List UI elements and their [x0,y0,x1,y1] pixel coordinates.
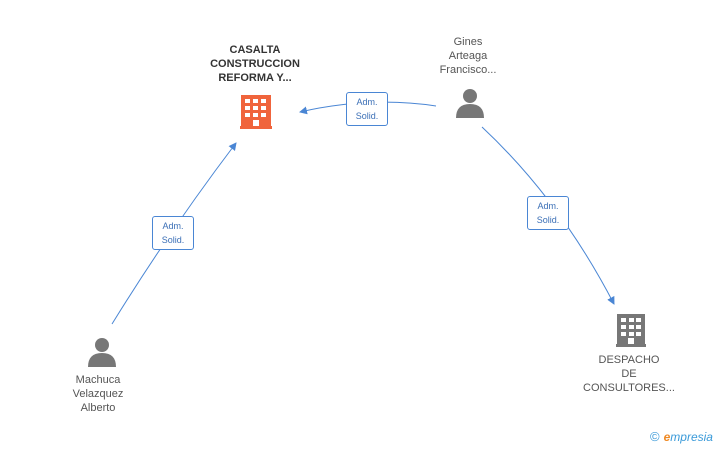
building-icon[interactable] [616,314,646,347]
node-label-casalta[interactable]: CASALTA CONSTRUCCION REFORMA Y... [210,44,300,84]
brand-logo: ©empresia [650,429,713,444]
node-label-machuca[interactable]: Machuca Velazquez Alberto [72,374,124,414]
edge-label: Adm. Solid. [152,216,194,250]
person-icon[interactable] [456,89,484,118]
building-icon[interactable] [240,95,272,129]
edge-label: Adm. Solid. [527,196,569,230]
node-label-gines[interactable]: Gines Arteaga Francisco... [439,36,497,76]
copyright-icon: © [650,429,660,444]
edge-label: Adm. Solid. [346,92,388,126]
node-label-despacho[interactable]: DESPACHO DE CONSULTORES... [583,354,675,394]
person-icon[interactable] [88,338,116,367]
